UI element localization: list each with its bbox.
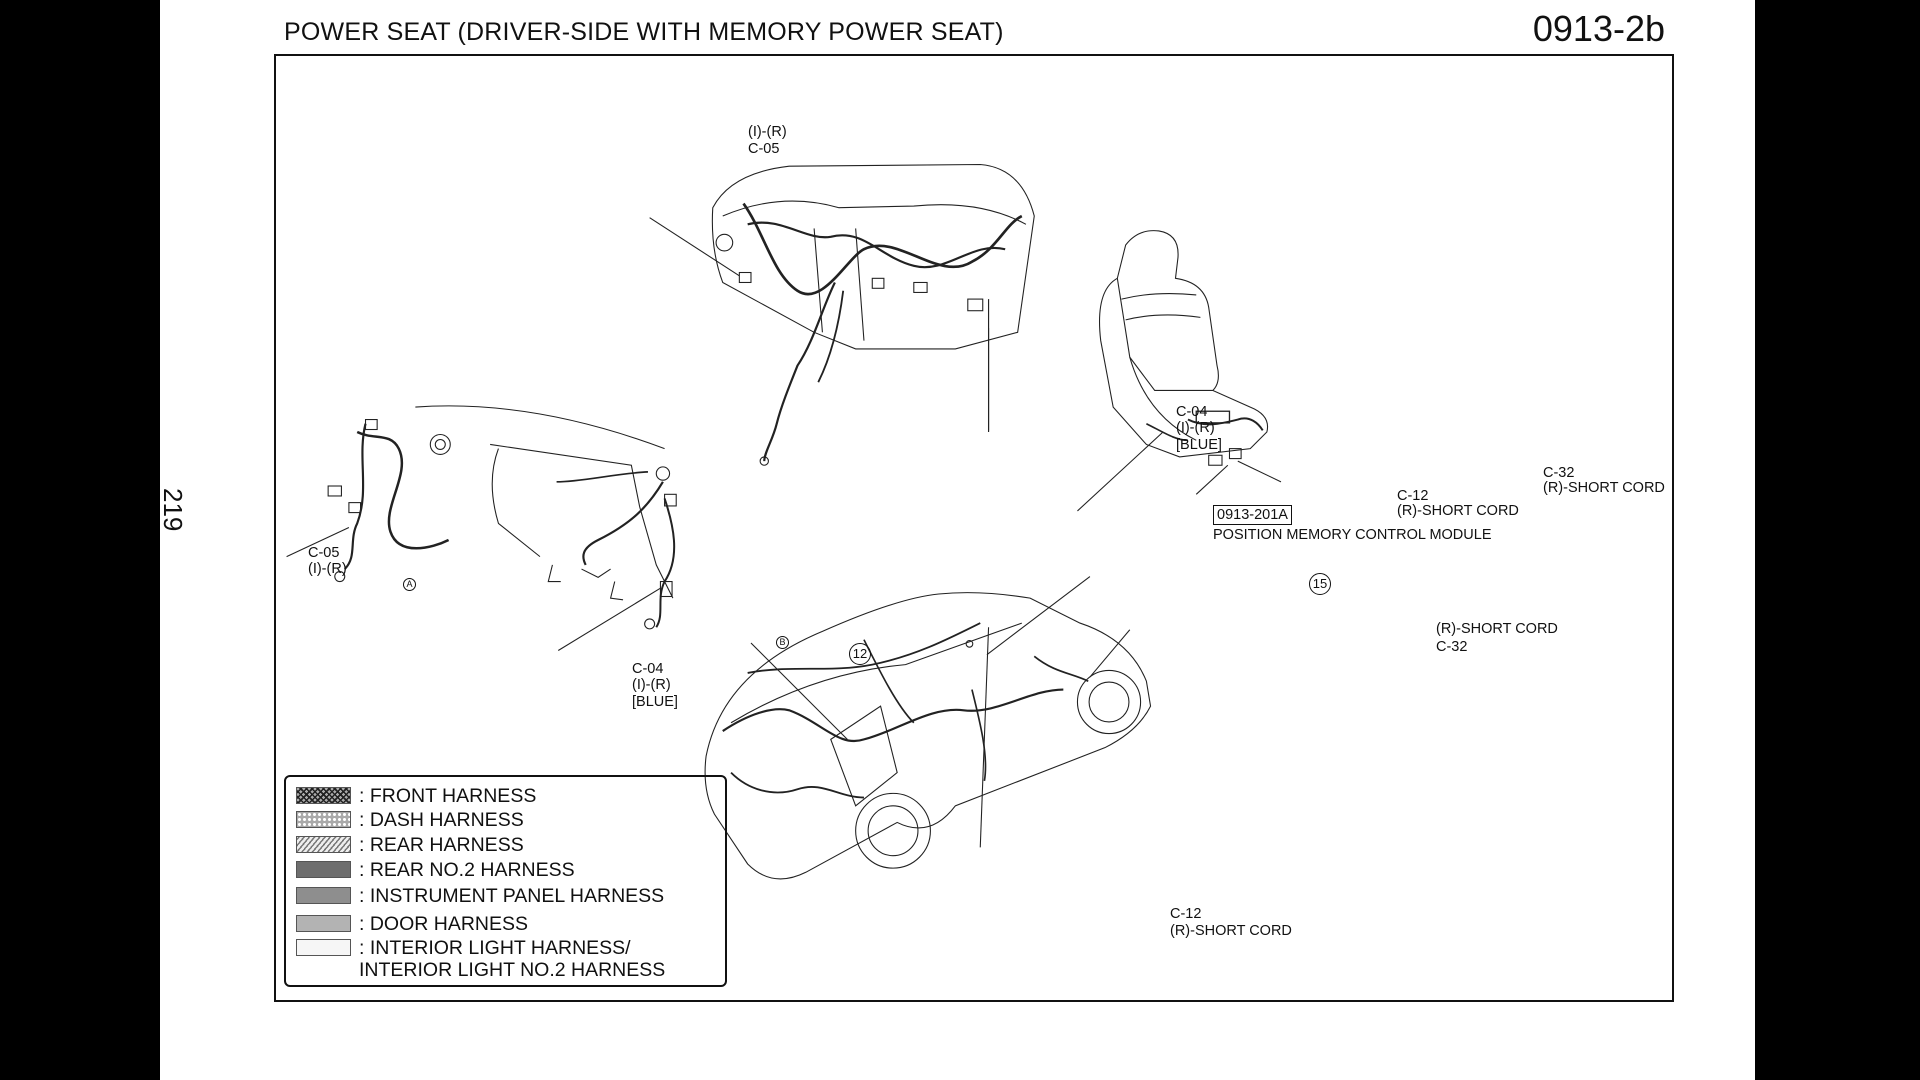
rear-no2-harness-swatch — [296, 861, 351, 878]
rear-harness-swatch — [296, 836, 351, 853]
legend-item-interior-light: : INTERIOR LIGHT HARNESS/ INTERIOR LIGHT… — [296, 937, 665, 981]
left-c05-code: (I)-(R) — [308, 561, 347, 577]
left-c04-code: (I)-(R) — [632, 677, 671, 693]
dash-c05-label: C-05 — [748, 141, 780, 157]
dash-c04-code: (I)-(R) — [1176, 420, 1215, 436]
seat-c12-label: C-12 — [1397, 488, 1429, 504]
interior-drawing — [286, 405, 677, 651]
left-c05-label: C-05 — [308, 545, 340, 561]
module-name: POSITION MEMORY CONTROL MODULE — [1213, 527, 1492, 543]
dash-c05-code: (I)-(R) — [748, 124, 787, 140]
seat-c32-label: C-32 — [1543, 465, 1575, 481]
legend-label: : REAR NO.2 HARNESS — [359, 859, 575, 881]
legend-label: : FRONT HARNESS — [359, 785, 537, 807]
seat-drawing — [1077, 230, 1282, 512]
legend-item-rear: : REAR HARNESS — [296, 834, 524, 856]
legend-item-dash: : DASH HARNESS — [296, 809, 524, 831]
instrument-panel-harness-swatch — [296, 887, 351, 904]
harness-legend: : FRONT HARNESS : DASH HARNESS : REAR HA… — [284, 775, 727, 987]
legend-label: : REAR HARNESS — [359, 834, 524, 856]
car-c32-label: C-32 — [1436, 639, 1468, 655]
dash-c04-color: [BLUE] — [1176, 437, 1222, 453]
left-c04-label: C-04 — [632, 661, 664, 677]
dash-c04-label: C-04 — [1176, 404, 1208, 420]
legend-item-front: : FRONT HARNESS — [296, 785, 536, 807]
legend-item-instrument: : INSTRUMENT PANEL HARNESS — [296, 885, 664, 907]
car-drawing — [704, 576, 1152, 880]
harness-diagram — [286, 163, 1282, 880]
door-harness-swatch — [296, 915, 351, 932]
legend-label: : INTERIOR LIGHT HARNESS/ INTERIOR LIGHT… — [359, 937, 666, 981]
dashboard-drawing — [649, 163, 1035, 466]
legend-label: : DOOR HARNESS — [359, 913, 529, 935]
diagram-frame — [274, 54, 1674, 1002]
legend-item-door: : DOOR HARNESS — [296, 913, 528, 935]
diagram-code: 0913-2b — [1532, 8, 1665, 49]
page-title: POWER SEAT (DRIVER-SIDE WITH MEMORY POWE… — [284, 18, 1004, 46]
module-code-box: 0913-201A — [1213, 505, 1292, 525]
marker-a: A — [403, 578, 416, 591]
legend-label: : INSTRUMENT PANEL HARNESS — [359, 885, 665, 907]
callout-15: 15 — [1309, 573, 1331, 595]
marker-b: B — [776, 636, 789, 649]
car-shortcord-desc: (R)-SHORT CORD — [1436, 621, 1558, 637]
left-c04-color: [BLUE] — [632, 694, 678, 710]
car-c12-desc: (R)-SHORT CORD — [1170, 923, 1292, 939]
interior-light-harness-swatch — [296, 939, 351, 956]
legend-label: : DASH HARNESS — [359, 809, 524, 831]
car-c12-label: C-12 — [1170, 906, 1202, 922]
seat-c32-desc: (R)-SHORT CORD — [1543, 480, 1665, 496]
manual-page: POWER SEAT (DRIVER-SIDE WITH MEMORY POWE… — [158, 0, 1755, 1080]
legend-item-rear2: : REAR NO.2 HARNESS — [296, 859, 575, 881]
front-harness-swatch — [296, 787, 351, 804]
seat-c12-desc: (R)-SHORT CORD — [1397, 503, 1519, 519]
callout-12: 12 — [849, 643, 871, 665]
dash-harness-swatch — [296, 811, 351, 828]
